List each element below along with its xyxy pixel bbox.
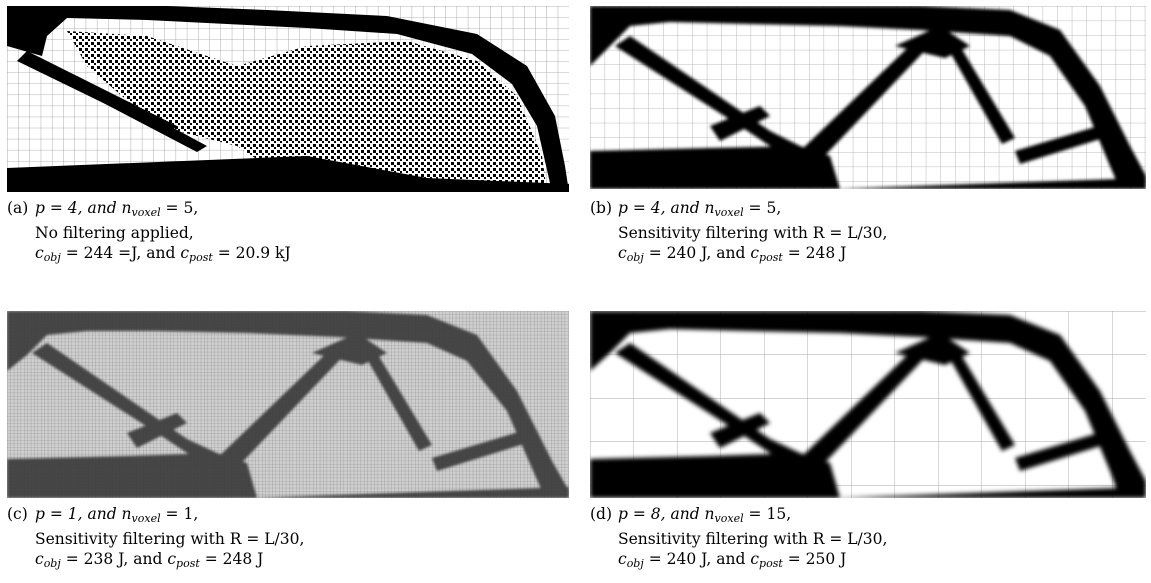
caption-value-post: = 248 J [782, 244, 847, 262]
figure-c-image [7, 311, 569, 498]
caption-sub-obj: obj [43, 557, 61, 570]
caption-value-post: = 250 J [782, 550, 847, 568]
caption-c-obj: c [618, 244, 627, 262]
caption-c-obj: c [35, 244, 44, 262]
figure-a-image [7, 6, 569, 192]
caption-sub: voxel [714, 206, 744, 219]
caption-value-obj: = 240 J, and [643, 550, 751, 568]
caption-c-post: c [750, 550, 760, 568]
caption-line2: Sensitivity filtering with R = L/30, [618, 530, 888, 548]
caption-sub-post: post [759, 251, 783, 264]
caption-line1: p = 8, and n [618, 505, 715, 523]
caption-c-obj: c [35, 550, 44, 568]
caption-sub: voxel [714, 512, 744, 525]
caption-tag: (d) [590, 505, 613, 523]
caption-value-obj: = 238 J, and [60, 550, 168, 568]
figure-d-image [590, 311, 1146, 498]
caption-c-post: c [180, 244, 190, 262]
caption-sub: voxel [131, 206, 161, 219]
caption-c-post: c [750, 244, 760, 262]
caption-value-post: = 20.9 kJ [212, 244, 291, 262]
caption-sub-post: post [189, 251, 213, 264]
caption-sub-obj: obj [626, 557, 644, 570]
caption-line2: Sensitivity filtering with R = L/30, [618, 224, 888, 242]
caption-line1-suffix: = 1, [160, 505, 199, 523]
caption-sub-obj: obj [43, 251, 61, 264]
caption-tag: (a) [7, 199, 29, 217]
caption-c: (c) p = 1, and nvoxel = 1, Sensitivity fi… [7, 504, 304, 574]
caption-a: (a) p = 4, and nvoxel = 5, No filtering a… [7, 198, 291, 268]
caption-sub-post: post [759, 557, 783, 570]
caption-b: (b) p = 4, and nvoxel = 5, Sensitivity fi… [590, 198, 887, 268]
caption-d: (d) p = 8, and nvoxel = 15, Sensitivity f… [590, 504, 887, 574]
caption-sub-post: post [176, 557, 200, 570]
caption-line1: p = 1, and n [35, 505, 132, 523]
caption-c-obj: c [618, 550, 627, 568]
caption-line1: p = 4, and n [618, 199, 715, 217]
figure-b-image [590, 6, 1146, 189]
caption-line1: p = 4, and n [35, 199, 132, 217]
caption-c-post: c [167, 550, 177, 568]
caption-line1-suffix: = 5, [160, 199, 199, 217]
caption-line2: No filtering applied, [35, 224, 194, 242]
caption-tag: (c) [7, 505, 28, 523]
caption-value-obj: = 244 =J, and [60, 244, 181, 262]
caption-value-post: = 248 J [199, 550, 264, 568]
caption-tag: (b) [590, 199, 613, 217]
caption-sub: voxel [131, 512, 161, 525]
caption-line2: Sensitivity filtering with R = L/30, [35, 530, 305, 548]
caption-line1-suffix: = 15, [743, 505, 792, 523]
caption-sub-obj: obj [626, 251, 644, 264]
caption-line1-suffix: = 5, [743, 199, 782, 217]
caption-value-obj: = 240 J, and [643, 244, 751, 262]
